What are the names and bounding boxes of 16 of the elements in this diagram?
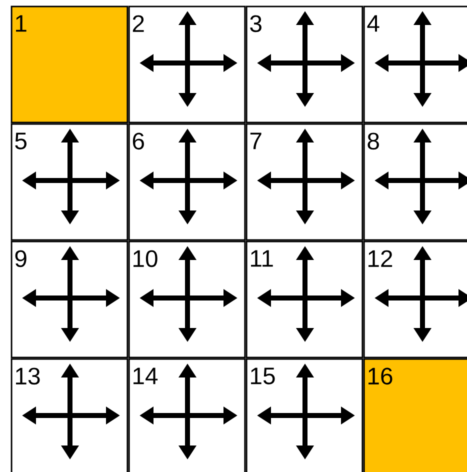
grid-cell: 9 — [10, 240, 128, 358]
grid-cell: 4 — [363, 6, 467, 124]
grid-cell: 13 — [10, 358, 128, 472]
grid-cell: 12 — [363, 240, 467, 358]
grid-cell: 7 — [246, 123, 364, 241]
grid-cell: 8 — [363, 123, 467, 241]
grid-cell: 3 — [246, 6, 364, 124]
grid-cell: 16 — [363, 358, 467, 472]
grid-cell: 5 — [10, 123, 128, 241]
grid-cell: 1 — [10, 6, 128, 124]
grid-cell: 11 — [246, 240, 364, 358]
grid-cell: 2 — [128, 6, 246, 124]
grid-cell: 14 — [128, 358, 246, 472]
grid-cell: 15 — [246, 358, 364, 472]
grid-cell: 6 — [128, 123, 246, 241]
grid-cell: 10 — [128, 240, 246, 358]
